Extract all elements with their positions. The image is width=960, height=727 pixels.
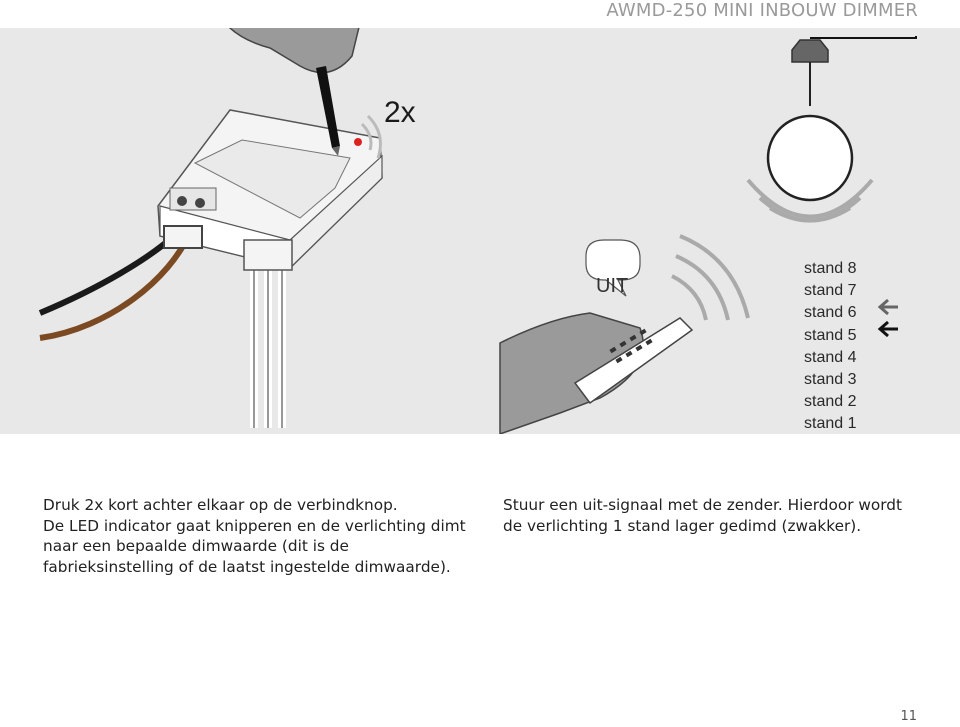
instruction-detail: De LED indicator gaat knipperen en de ve… bbox=[43, 516, 466, 576]
arrow-left-icon bbox=[877, 320, 898, 338]
dim-level: stand 8 bbox=[804, 260, 857, 277]
press-count-label: 2x bbox=[384, 96, 416, 129]
illustration-drawing bbox=[38, 28, 917, 434]
remote-control-icon bbox=[573, 317, 694, 405]
dim-level: stand 2 bbox=[804, 393, 857, 411]
off-signal-label: UIT bbox=[596, 275, 629, 297]
dimmer-module-icon bbox=[157, 109, 383, 271]
hand-pressing-button-icon bbox=[228, 28, 360, 156]
instruction-step: Druk 2x kort achter elkaar op de verbind… bbox=[43, 496, 398, 514]
dim-level: stand 3 bbox=[804, 370, 857, 388]
document-header: AWMD-250 MINI INBOUW DIMMER bbox=[606, 0, 918, 21]
right-instruction-text: Stuur een uit-signaal met de zender. Hie… bbox=[503, 495, 923, 536]
dim-level: stand 7 bbox=[804, 282, 857, 300]
dim-level-list: stand 8 stand 7 stand 6 stand 5 stand 4 … bbox=[804, 258, 856, 436]
instruction-step: Stuur een uit-signaal met de zender. Hie… bbox=[503, 496, 902, 535]
hand-holding-remote-icon bbox=[499, 312, 694, 434]
instruction-illustration: 2x UIT stand 8 stand 7 stand 6 stand 5 s… bbox=[0, 28, 960, 434]
dim-level: stand 5 bbox=[804, 326, 857, 344]
lamp-socket-icon bbox=[791, 39, 829, 63]
dim-level: stand 6 bbox=[804, 304, 857, 322]
light-bulb-icon bbox=[766, 114, 854, 202]
arrow-left-icon bbox=[877, 298, 898, 316]
page-number: 11 bbox=[900, 709, 917, 724]
dim-level: stand 1 bbox=[804, 415, 857, 433]
left-instruction-text: Druk 2x kort achter elkaar op de verbind… bbox=[43, 495, 483, 577]
dim-level: stand 4 bbox=[804, 348, 857, 366]
speech-bubble-icon bbox=[585, 239, 641, 297]
